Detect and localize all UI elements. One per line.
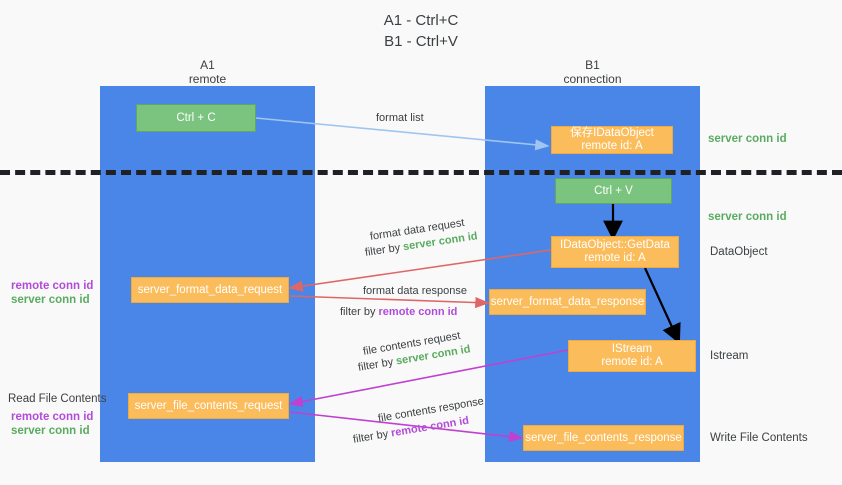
left-label-server-conn-id-2-text: server conn id: [11, 425, 90, 437]
filter-by-text-3: filter by: [357, 356, 395, 374]
left-label-server-conn-id-2: server conn id: [11, 424, 90, 438]
node-server-format-data-response-label: server_format_data_response: [490, 295, 645, 308]
right-label-istream-text: Istream: [710, 350, 749, 362]
right-label-server-conn-id-top-text: server conn id: [708, 133, 787, 145]
phase-separator-dashed-line: [0, 170, 842, 175]
node-istream-line1: IStream: [611, 343, 653, 355]
node-server-file-contents-request[interactable]: server_file_contents_request: [128, 393, 289, 419]
node-server-format-data-response[interactable]: server_format_data_response: [489, 289, 646, 315]
right-label-server-conn-id-mid-text: server conn id: [708, 211, 787, 223]
left-label-remote-conn-id-1: remote conn id: [11, 279, 93, 293]
right-label-data-object: DataObject: [710, 245, 768, 259]
filter-by-text-4: filter by: [352, 428, 390, 446]
node-server-file-contents-response[interactable]: server_file_contents_response: [523, 425, 684, 451]
right-label-data-object-text: DataObject: [710, 246, 768, 258]
node-server-file-contents-request-label: server_file_contents_request: [134, 399, 283, 412]
left-label-remote-conn-id-2-text: remote conn id: [11, 411, 94, 423]
diagram-title: A1 - Ctrl+C B1 - Ctrl+V: [0, 10, 842, 52]
column-caption-b1: B1 connection: [485, 58, 700, 86]
edge-label-filter-by-remote-conn-id-1: filter by remote conn id: [340, 305, 457, 319]
right-label-server-conn-id-top: server conn id: [708, 132, 787, 146]
node-server-file-contents-response-label: server_file_contents_response: [525, 431, 682, 444]
remote-conn-id-text-1: remote conn id: [378, 306, 458, 318]
column-caption-a1: A1 remote: [100, 58, 315, 86]
filter-by-text-2: filter by: [340, 306, 376, 318]
node-server-format-data-request[interactable]: server_format_data_request: [131, 277, 289, 303]
right-label-istream: Istream: [710, 349, 748, 363]
left-label-remote-conn-id-2: remote conn id: [11, 410, 93, 424]
column-b1-sub: connection: [563, 72, 622, 86]
node-ctrl-v-label: Ctrl + V: [594, 184, 633, 197]
title-line-2: B1 - Ctrl+V: [384, 33, 458, 50]
edge-label-format-data-response-text: format data response: [363, 285, 467, 297]
edge-label-format-list-text: format list: [376, 112, 424, 124]
node-save-idataobject[interactable]: 保存IDataObject remote id: A: [551, 126, 673, 154]
node-getdata-line2: remote id: A: [584, 252, 646, 264]
left-label-read-file-contents-text: Read File Contents: [8, 393, 107, 405]
node-istream[interactable]: IStream remote id: A: [568, 340, 696, 372]
column-a1-name: A1: [200, 58, 215, 72]
title-line-1: A1 - Ctrl+C: [383, 12, 459, 29]
right-label-write-file-contents: Write File Contents: [710, 431, 808, 445]
node-ctrl-c-label: Ctrl + C: [176, 111, 216, 124]
left-label-read-file-contents: Read File Contents: [8, 392, 106, 406]
left-label-server-conn-id-1-text: server conn id: [11, 294, 90, 306]
column-a1-sub: remote: [188, 72, 227, 86]
node-server-format-data-request-label: server_format_data_request: [137, 283, 283, 296]
edge-label-format-data-response: format data response: [363, 284, 467, 298]
edge-label-format-list: format list: [376, 111, 424, 125]
right-label-write-file-contents-text: Write File Contents: [710, 432, 808, 444]
node-istream-line2: remote id: A: [601, 356, 663, 368]
filter-by-text-1: filter by: [364, 241, 402, 259]
node-getdata-line1: IDataObject::GetData: [560, 239, 670, 251]
node-ctrl-c[interactable]: Ctrl + C: [136, 104, 256, 132]
column-b1-name: B1: [585, 58, 600, 72]
left-label-server-conn-id-1: server conn id: [11, 293, 90, 307]
node-save-idataobject-line1: 保存IDataObject: [570, 127, 654, 139]
node-save-idataobject-line2: remote id: A: [581, 140, 643, 152]
node-idataobject-getdata[interactable]: IDataObject::GetData remote id: A: [551, 236, 679, 268]
right-label-server-conn-id-mid: server conn id: [708, 210, 787, 224]
left-label-remote-conn-id-1-text: remote conn id: [11, 280, 94, 292]
node-ctrl-v[interactable]: Ctrl + V: [555, 178, 672, 204]
